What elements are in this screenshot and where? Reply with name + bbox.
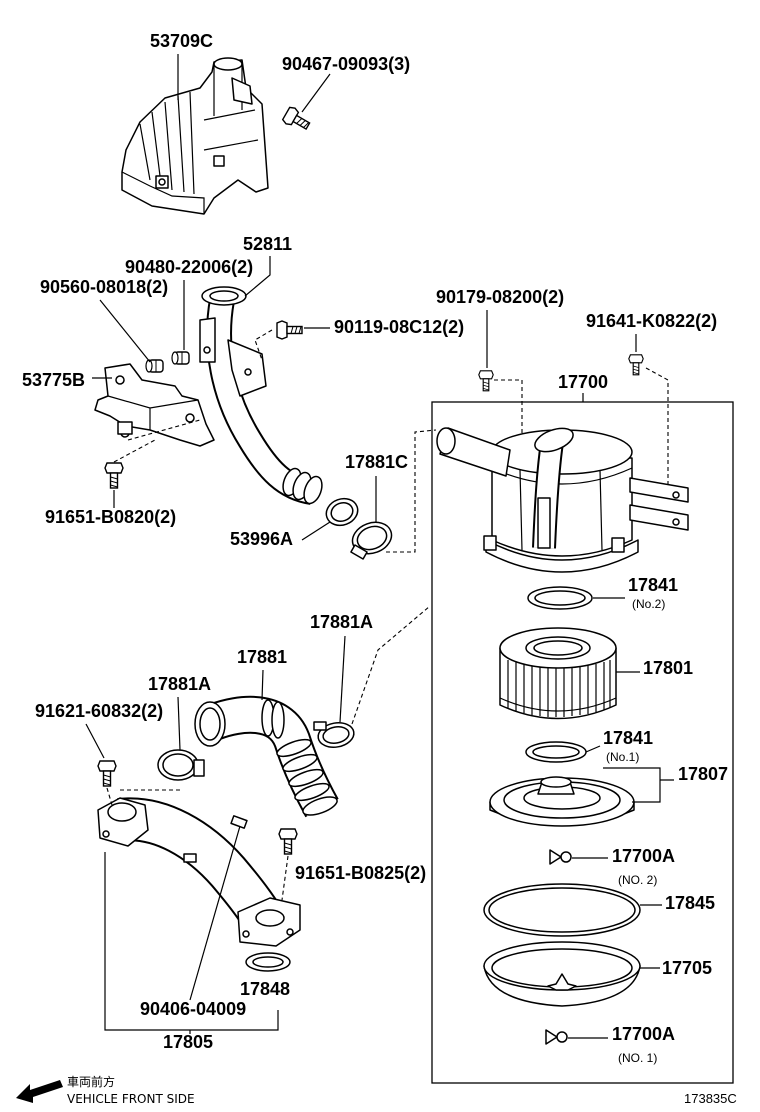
leader-91621: [85, 723, 105, 759]
label-17805: 17805: [163, 1032, 213, 1052]
gasket-17841-no2: [527, 586, 593, 610]
label-90406: 90406-04009: [140, 999, 246, 1019]
air-cleaner-17700: [436, 427, 689, 573]
clip-17700a-no1: [545, 1029, 568, 1045]
label-17881: 17881: [237, 647, 287, 667]
label-17841-no1: 17841: [603, 728, 653, 748]
dashed-91641: [645, 367, 669, 490]
leader-90467: [301, 73, 331, 113]
label-17801: 17801: [643, 658, 693, 678]
leader-17805: [104, 852, 279, 1034]
label-52811: 52811: [243, 234, 292, 254]
direction-label-en: VEHICLE FRONT SIDE: [67, 1092, 195, 1106]
clamp-17881a-upper: [313, 721, 355, 748]
label-17700a-no2: 17700A: [612, 846, 675, 866]
dashed-91651-b0825: [281, 855, 289, 901]
clamp-17881c: [350, 521, 393, 560]
intake-pipe-17805: [97, 797, 301, 947]
label-90119: 90119-08C12(2): [334, 317, 464, 337]
label-17845: 17845: [665, 893, 715, 913]
label-17848: 17848: [240, 979, 290, 999]
bolt-90119-icon: [276, 320, 303, 340]
leader-90406: [189, 825, 241, 1001]
bracket-53775b: [94, 363, 215, 447]
direction-label-jp: 車両前方: [67, 1074, 115, 1089]
air-cover-53709c: [121, 57, 269, 215]
clip-17700a-no2: [549, 849, 572, 865]
nut-90480-icon: [171, 351, 190, 365]
label-17841-no2: 17841: [628, 575, 678, 595]
label-17700a-no1: 17700A: [612, 1024, 675, 1044]
nut-90560-icon: [145, 359, 164, 373]
leader-17881a-upper: [339, 635, 346, 723]
dashed-91621: [106, 787, 180, 806]
label-53775b: 53775B: [22, 370, 85, 390]
note-17841-no2: (No.2): [632, 597, 665, 611]
gasket-17845: [483, 883, 641, 937]
label-17807: 17807: [678, 764, 728, 784]
leader-17881a-lower: [177, 696, 181, 751]
bolt-90179-icon: [478, 370, 494, 392]
leader-90560: [99, 299, 151, 363]
cap-17705: [483, 941, 641, 1007]
bolt-91641-icon: [628, 354, 644, 376]
label-53996a: 53996A: [230, 529, 293, 549]
bolt-91651-b0825-icon: [278, 828, 298, 855]
label-53709c: 53709C: [150, 31, 213, 51]
label-17700: 17700: [558, 372, 608, 392]
label-91641: 91641-K0822(2): [586, 311, 717, 331]
front-direction-arrow-icon: [16, 1080, 63, 1103]
gasket-17848: [245, 952, 291, 972]
label-17881c: 17881C: [345, 452, 408, 472]
label-17705: 17705: [662, 958, 712, 978]
note-17841-no1: (No.1): [606, 750, 639, 764]
hose-17881: [194, 695, 339, 818]
dashed-bracket: [113, 419, 201, 463]
bolt-91621-icon: [97, 760, 117, 787]
gasket-17841-no1: [525, 741, 587, 763]
leader-17841-no1: [585, 745, 601, 753]
leader-17881: [261, 669, 264, 701]
note-17700a-no2: (NO. 2): [618, 873, 657, 887]
leader-52811: [244, 256, 271, 297]
label-90560: 90560-08018(2): [40, 277, 168, 297]
label-90179: 90179-08200(2): [436, 287, 564, 307]
label-17881a-upper: 17881A: [310, 612, 373, 632]
leader-17807: [603, 767, 674, 803]
bolt-91651-b0820-icon: [104, 462, 124, 489]
label-91651-b0820: 91651-B0820(2): [45, 507, 176, 527]
label-90467: 90467-09093(3): [282, 54, 410, 74]
clamp-53996a: [325, 497, 359, 527]
bolt-90467-icon: [281, 105, 314, 135]
filter-element-17801: [499, 627, 617, 720]
label-90480: 90480-22006(2): [125, 257, 253, 277]
label-91651-b0825: 91651-B0825(2): [295, 863, 426, 883]
clamp-17881a-lower: [157, 749, 205, 781]
inlet-duct-52811: [199, 286, 323, 505]
label-91621: 91621-60832(2): [35, 701, 163, 721]
dashed-17881c: [386, 429, 437, 553]
plate-17807: [489, 776, 635, 827]
label-17881a-lower: 17881A: [148, 674, 211, 694]
note-17700a-no1: (NO. 1): [618, 1051, 657, 1065]
leader-53996a: [301, 521, 331, 541]
dashed-17881a: [351, 605, 431, 725]
figure-id: 173835C: [684, 1091, 737, 1106]
